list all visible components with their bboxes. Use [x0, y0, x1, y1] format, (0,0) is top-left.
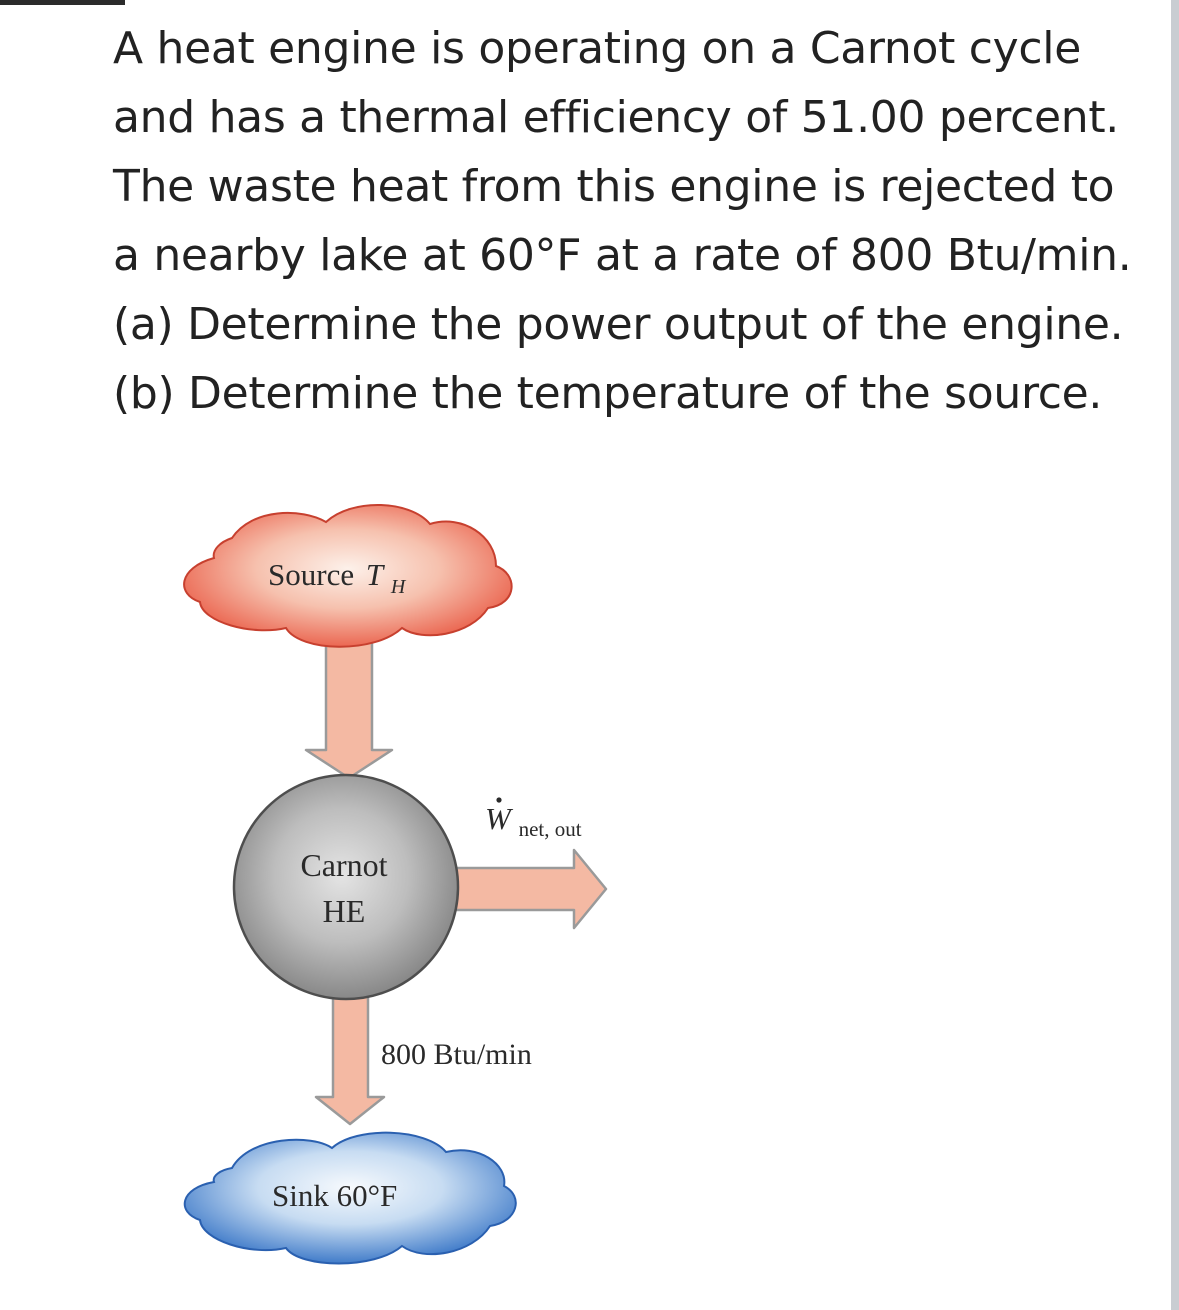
right-border — [1171, 0, 1179, 1310]
work-dot — [496, 797, 502, 803]
sink-label: Sink 60°F — [272, 1178, 397, 1213]
heat-rejected-label: 800 Btu/min — [381, 1038, 532, 1071]
source-label: Source T H — [268, 557, 407, 598]
carnot-engine — [232, 773, 460, 1001]
work-output-arrow — [450, 848, 608, 930]
work-label: W net, out — [485, 801, 582, 841]
problem-text: A heat engine is operating on a Carnot c… — [113, 23, 1132, 419]
sink-cloud — [183, 1131, 517, 1265]
engine-label-line2: HE — [323, 893, 366, 929]
top-rule — [0, 0, 125, 5]
source-cloud — [183, 504, 513, 648]
heat-rejected-arrow — [314, 983, 386, 1126]
engine-label-line1: Carnot — [300, 847, 387, 883]
heat-input-arrow — [304, 638, 394, 780]
